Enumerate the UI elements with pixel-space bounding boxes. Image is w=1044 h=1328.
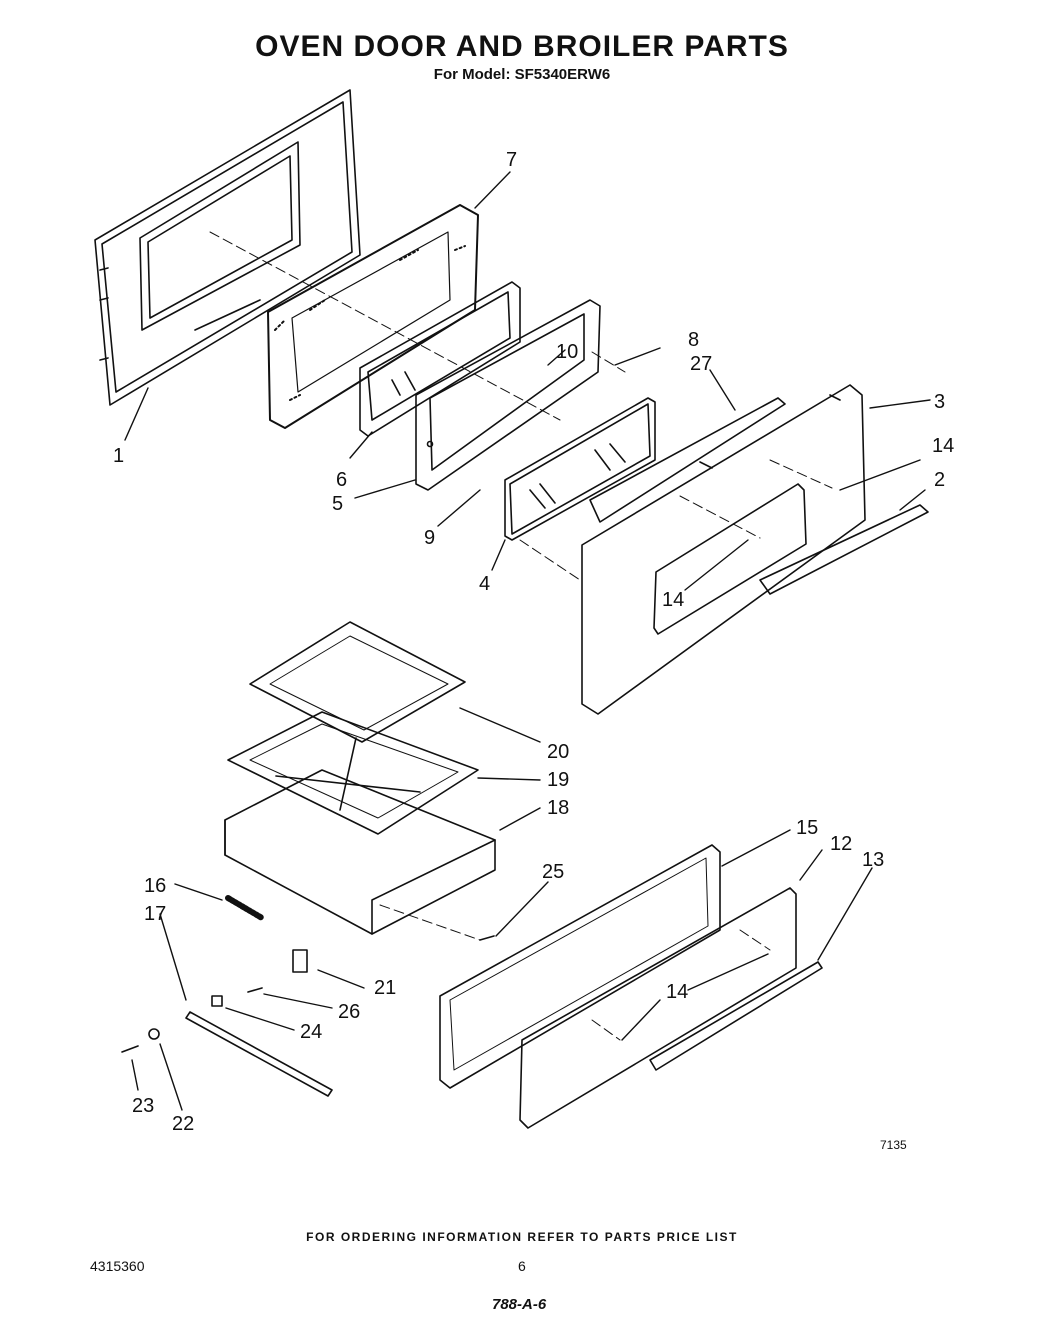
callout-21: 21 bbox=[374, 977, 396, 999]
callout-16: 16 bbox=[144, 875, 166, 897]
handwritten-note: 788-A-6 bbox=[492, 1296, 547, 1313]
drawing-code: 7135 bbox=[880, 1138, 907, 1152]
callout-19: 19 bbox=[547, 769, 569, 791]
callout-14-a: 14 bbox=[932, 435, 954, 457]
broiler-pan-parts bbox=[224, 621, 496, 935]
callout-14-c: 14 bbox=[666, 981, 688, 1003]
callout-13: 13 bbox=[862, 849, 884, 871]
callout-14-b: 14 bbox=[662, 589, 684, 611]
callout-10: 10 bbox=[556, 341, 578, 363]
callout-18: 18 bbox=[547, 797, 569, 819]
callout-26: 26 bbox=[338, 1001, 360, 1023]
callout-20: 20 bbox=[547, 741, 569, 763]
outer-glass-part bbox=[504, 397, 656, 541]
callout-6: 6 bbox=[336, 469, 347, 491]
callout-22: 22 bbox=[172, 1113, 194, 1135]
callout-23: 23 bbox=[132, 1095, 154, 1117]
page-number: 6 bbox=[518, 1258, 526, 1274]
page-title: OVEN DOOR AND BROILER PARTS bbox=[255, 30, 789, 63]
broiler-hardware-parts bbox=[121, 895, 495, 1097]
model-subtitle: For Model: SF5340ERW6 bbox=[433, 66, 611, 83]
alignment-lines bbox=[209, 231, 833, 1041]
document-number: 4315360 bbox=[90, 1258, 145, 1274]
inner-door-panel-part bbox=[94, 89, 361, 406]
callout-7: 7 bbox=[506, 149, 517, 171]
callout-8: 8 bbox=[688, 329, 699, 351]
callout-labels: 1 2 3 4 5 6 7 8 9 10 27 14 14 20 19 18 1… bbox=[113, 149, 954, 1135]
callout-24: 24 bbox=[300, 1021, 322, 1043]
callout-1: 1 bbox=[113, 445, 124, 467]
callout-2: 2 bbox=[934, 469, 945, 491]
callout-9: 9 bbox=[424, 527, 435, 549]
drawer-panel-parts bbox=[439, 844, 823, 1129]
inner-glass-part bbox=[359, 281, 521, 437]
callout-27: 27 bbox=[690, 353, 712, 375]
callout-25: 25 bbox=[542, 861, 564, 883]
callout-12: 12 bbox=[830, 833, 852, 855]
ordering-info: FOR ORDERING INFORMATION REFER TO PARTS … bbox=[306, 1230, 738, 1244]
callout-5: 5 bbox=[332, 493, 343, 515]
callout-15: 15 bbox=[796, 817, 818, 839]
callout-4: 4 bbox=[479, 573, 490, 595]
callout-leader-lines bbox=[124, 171, 931, 1111]
outer-door-assembly-part bbox=[581, 384, 929, 715]
glass-retainer-frame-part bbox=[415, 299, 601, 491]
callout-3: 3 bbox=[934, 391, 945, 413]
callout-17: 17 bbox=[144, 903, 166, 925]
